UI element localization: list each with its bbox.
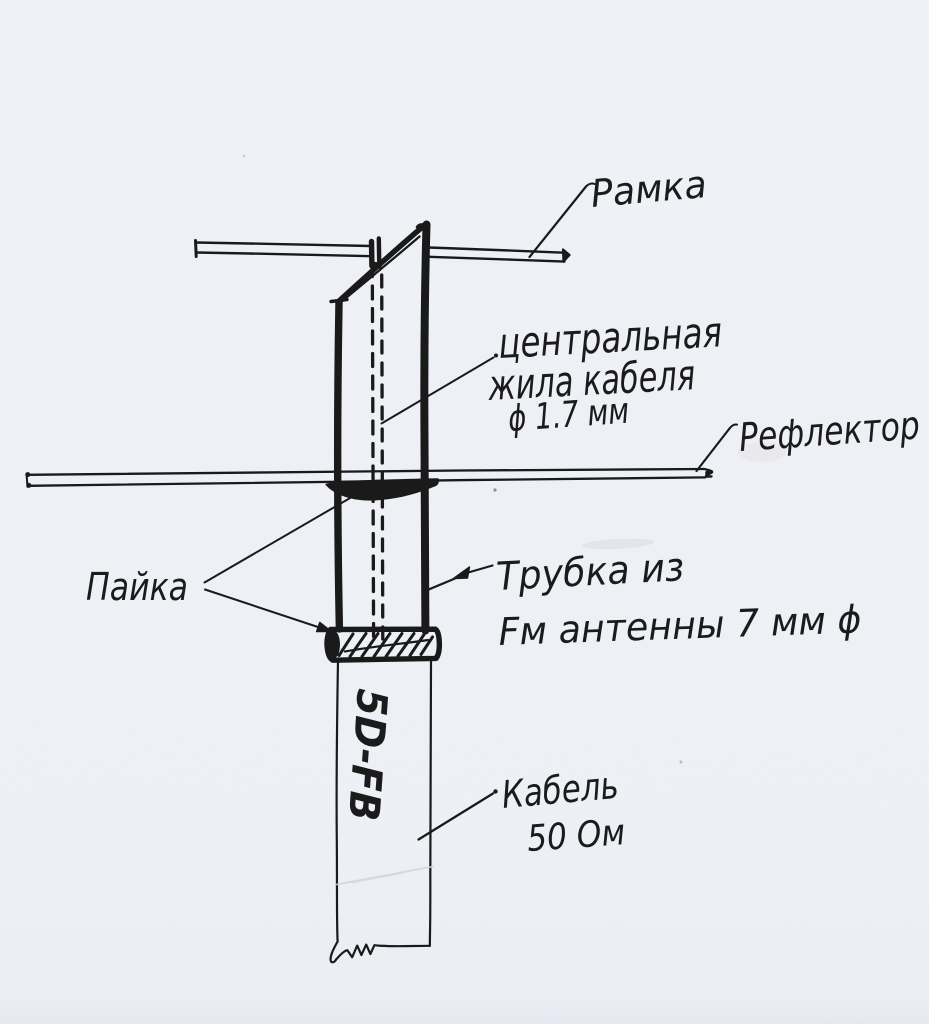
reflector-rod-stroke-4 (25, 472, 31, 478)
scan-smudge (738, 442, 786, 462)
scan-smudge (582, 538, 654, 550)
cable-leader-line-stroke-2 (417, 792, 495, 841)
cable-core-dashed-line-stroke-2 (380, 266, 385, 646)
cable-marking-label: 5D-FB (339, 687, 397, 822)
tube-outline-stroke-6 (329, 297, 349, 304)
frame-bar-right (427, 246, 571, 263)
tube-label-line1: Трубка из (495, 545, 685, 600)
core-label-line2: жила кабеля (486, 350, 696, 410)
tube-leader-line-stroke-3 (424, 577, 457, 592)
reflector-rod-stroke-1 (25, 467, 706, 476)
tube-leader-line (424, 564, 494, 592)
solder-leader-lines-stroke-3 (315, 621, 333, 633)
solder-leader-lines-stroke-1 (203, 493, 358, 584)
scan-speck (679, 760, 683, 764)
solder-joint-hatched-stroke-3 (337, 632, 355, 657)
scan-speck (242, 154, 246, 158)
reflector-leader-line-stroke-2 (728, 423, 738, 430)
cable-core-dashed-line (370, 261, 385, 646)
paper-crease-stroke-1 (335, 865, 434, 886)
core-label-line1: центральная (497, 307, 723, 368)
frame-bar-right-stroke-3 (561, 248, 571, 263)
tube-outline-stroke-3 (335, 220, 430, 305)
cable-leader-line (417, 789, 498, 841)
reflector-leader-line (695, 423, 738, 473)
scan-speck (493, 488, 497, 492)
core-leader-line (380, 353, 498, 425)
coax-cable-outline (329, 658, 433, 964)
reflector-rod-stroke-5 (26, 482, 32, 488)
tube-leader-line-stroke-2 (452, 566, 471, 580)
solder-joint-hatched-stroke-11 (343, 638, 430, 653)
coax-cable-outline-stroke-3 (428, 658, 433, 947)
solder-joint-hatched-stroke-1 (324, 626, 443, 663)
solder-joint-hatched-stroke-9 (408, 633, 426, 657)
coax-cable-outline-stroke-2 (329, 940, 339, 964)
solder-leader-lines (203, 493, 358, 633)
frame-bar-left-stroke-1 (194, 241, 373, 248)
tube-outline-stroke-5 (333, 298, 344, 633)
frame-bar-left-stroke-3 (194, 239, 198, 258)
frame-leader-line-stroke-2 (585, 182, 596, 188)
core-label-line3: ϕ 1.7 мм (507, 391, 631, 440)
frame-bar-right-stroke-2 (427, 255, 566, 263)
tube-outline-stroke-1 (420, 220, 431, 635)
frame-bar-left-stroke-2 (195, 251, 374, 258)
solder-joint-hatched-stroke-10 (419, 635, 434, 656)
solder-joint-hatched-stroke-5 (360, 632, 380, 658)
frame-bar-right-stroke-1 (427, 246, 565, 254)
solder-joint-hatched-stroke-4 (348, 632, 368, 658)
solder-leader-lines-stroke-2 (204, 588, 328, 631)
paper-crease (335, 865, 434, 886)
cable-leader-line-stroke-1 (493, 789, 498, 794)
frame-bar-left (194, 239, 374, 258)
core-leader-line-stroke-1 (494, 353, 498, 358)
frame-leader-line-stroke-1 (528, 185, 588, 259)
coax-cable-outline-stroke-4 (335, 943, 431, 961)
reflector-rod-stroke-7 (705, 470, 711, 476)
frame-leader-line (528, 182, 596, 259)
solder-joint-hatched (324, 626, 443, 663)
paper-crease-stroke-2 (351, 872, 405, 884)
cable-label-line2: 50 Ом (526, 812, 627, 860)
cable-label-line1: Кабель (500, 763, 620, 817)
solder-label: Пайка (86, 565, 188, 609)
core-leader-line-stroke-2 (380, 356, 495, 425)
solder-joint-hatched-stroke-2 (327, 630, 340, 659)
reflector-leader-line-stroke-1 (695, 427, 731, 473)
cable-core-dashed-line-stroke-1 (370, 261, 376, 642)
coax-cable-outline-stroke-1 (335, 659, 340, 943)
frame-label: Рамка (589, 162, 708, 216)
solder-joint-hatched-stroke-8 (396, 632, 416, 658)
